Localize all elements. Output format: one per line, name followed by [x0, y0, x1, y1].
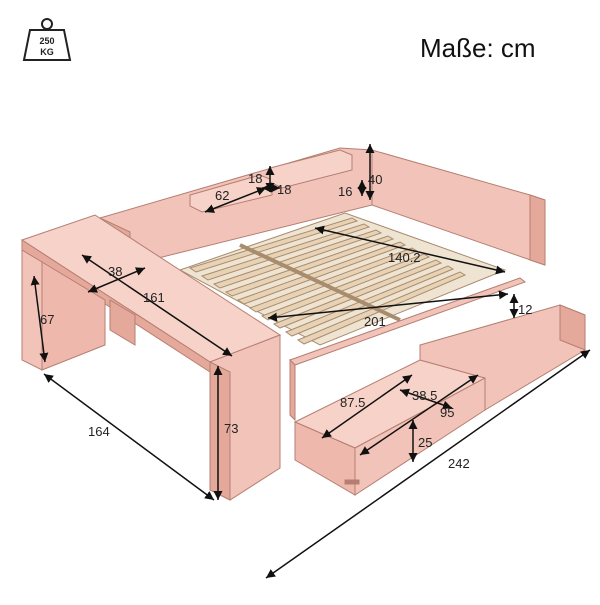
dim-back-shelf: 16	[338, 184, 352, 199]
units-label: Maße: cm	[420, 33, 536, 63]
dimension-arrows	[30, 144, 591, 579]
dimension-labels: 62 18 18 16 40 140.2 38 161 67 201 12 87…	[40, 171, 532, 471]
dim-desk-height: 67	[40, 312, 54, 327]
dim-shelf-depth: 18	[248, 171, 262, 186]
dim-total-height: 73	[224, 421, 238, 436]
dim-desk-depth: 38	[108, 264, 122, 279]
dim-total-length: 242	[448, 456, 470, 471]
dim-desk-length: 161	[143, 290, 165, 305]
dim-drawer-height: 12	[518, 302, 532, 317]
dim-headboard-height: 40	[368, 172, 382, 187]
weight-unit: KG	[40, 47, 54, 57]
dim-drawer-width: 87.5	[340, 395, 365, 410]
dim-drawer-total: 95	[440, 405, 454, 420]
dim-shelf-width: 62	[215, 188, 229, 203]
dim-total-width: 164	[88, 424, 110, 439]
dim-shelf-height: 18	[277, 182, 291, 197]
weight-icon: 250 KG	[22, 18, 72, 61]
dim-inner-length: 201	[364, 314, 386, 329]
weight-value: 250	[39, 36, 54, 46]
dim-drawer-depth: 38.5	[412, 388, 437, 403]
dim-mattress-length: 140.2	[388, 250, 421, 265]
dim-drawer-front-height: 25	[418, 435, 432, 450]
